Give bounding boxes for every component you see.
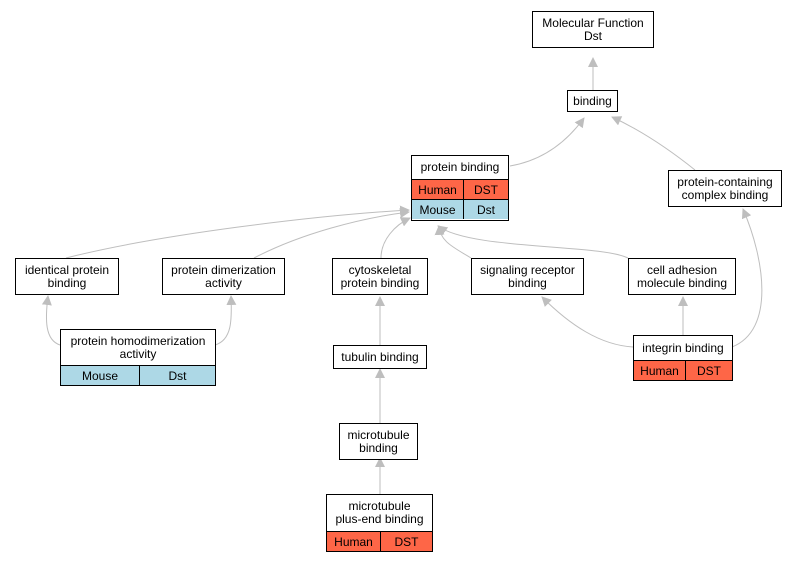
homodimerization-label-line2: activity	[119, 346, 157, 361]
molecular-function-root-node[interactable]: Molecular Function Dst	[532, 11, 654, 48]
edge-complex-binding-binding	[611, 116, 696, 171]
cell-adhesion-label-line2: molecule binding	[636, 275, 728, 290]
tubulin-label: tubulin binding	[341, 349, 419, 364]
microtubule-binding-node[interactable]: microtubule binding	[339, 423, 418, 460]
signaling-receptor-binding-node[interactable]: signaling receptor binding	[471, 258, 584, 295]
integrin-human-row: Human DST	[634, 360, 732, 380]
cytoskeletal-label-line2: protein binding	[340, 275, 420, 290]
signaling-label-line1: signaling receptor	[480, 262, 575, 277]
complex-binding-label-line2: complex binding	[681, 187, 769, 202]
protein-binding-label: protein binding	[420, 160, 500, 174]
identical-protein-binding-node[interactable]: identical protein binding	[15, 258, 119, 295]
edge-signaling-protein-binding	[434, 225, 472, 259]
cell-adhesion-molecule-binding-node[interactable]: cell adhesion molecule binding	[628, 258, 736, 295]
protein-binding-mouse-row: Mouse Dst	[412, 199, 508, 219]
edge-integrin-signaling	[541, 296, 634, 348]
cytoskeletal-label-line1: cytoskeletal	[348, 262, 412, 277]
gene-cell: DST	[463, 180, 508, 199]
species-cell: Human	[327, 532, 380, 551]
protein-dimerization-activity-node[interactable]: protein dimerization activity	[162, 258, 285, 295]
identical-label-line1: identical protein	[24, 262, 110, 277]
edge-integrin-complex-binding	[731, 208, 763, 348]
edge-homodimerization-dimerization	[214, 295, 237, 346]
species-cell: Mouse	[61, 366, 139, 385]
protein-containing-complex-binding-node[interactable]: protein-containing complex binding	[668, 170, 782, 207]
edge-homodimerization-identical	[41, 295, 61, 346]
species-cell: Human	[634, 361, 685, 380]
edge-protein-binding-binding	[509, 117, 585, 167]
microtubule-plus-end-binding-node[interactable]: microtubule plus-end binding Human DST	[326, 494, 433, 552]
gene-cell: Dst	[139, 366, 215, 385]
edge-dimerization-protein-binding	[253, 208, 410, 259]
binding-label: binding	[573, 93, 612, 108]
cell-adhesion-label-line1: cell adhesion	[646, 262, 718, 277]
binding-node[interactable]: binding	[567, 90, 618, 112]
gene-cell: DST	[380, 532, 432, 551]
homodimerization-mouse-row: Mouse Dst	[61, 365, 215, 385]
identical-label-line2: binding	[47, 275, 87, 290]
plus-end-label-line1: microtubule	[348, 499, 411, 513]
dimerization-label-line2: activity	[205, 275, 242, 290]
root-label-line1: Molecular Function	[542, 15, 644, 30]
edge-cell-adhesion-protein-binding	[437, 225, 629, 259]
dimerization-label-line1: protein dimerization	[171, 262, 276, 277]
microtubule-label-line2: binding	[359, 440, 398, 455]
plus-end-human-row: Human DST	[327, 531, 432, 551]
gene-cell: Dst	[463, 200, 508, 219]
species-cell: Mouse	[412, 200, 463, 219]
complex-binding-label-line1: protein-containing	[677, 174, 773, 189]
species-cell: Human	[412, 180, 463, 199]
root-label-line2: Dst	[584, 28, 602, 43]
integrin-binding-node[interactable]: integrin binding Human DST	[633, 335, 733, 381]
protein-binding-human-row: Human DST	[412, 179, 508, 199]
protein-homodimerization-activity-node[interactable]: protein homodimerization activity Mouse …	[60, 329, 216, 386]
edge-cytoskeletal-protein-binding	[380, 217, 411, 259]
microtubule-label-line1: microtubule	[347, 427, 410, 442]
cytoskeletal-protein-binding-node[interactable]: cytoskeletal protein binding	[332, 258, 428, 295]
homodimerization-label-line1: protein homodimerization	[70, 333, 206, 348]
protein-binding-node[interactable]: protein binding Human DST Mouse Dst	[411, 155, 509, 221]
plus-end-label-line2: plus-end binding	[335, 512, 424, 526]
gene-cell: DST	[685, 361, 732, 380]
edge-identical-protein-binding	[65, 205, 410, 259]
tubulin-binding-node[interactable]: tubulin binding	[333, 345, 427, 369]
integrin-label: integrin binding	[642, 340, 724, 355]
signaling-label-line2: binding	[508, 275, 547, 290]
